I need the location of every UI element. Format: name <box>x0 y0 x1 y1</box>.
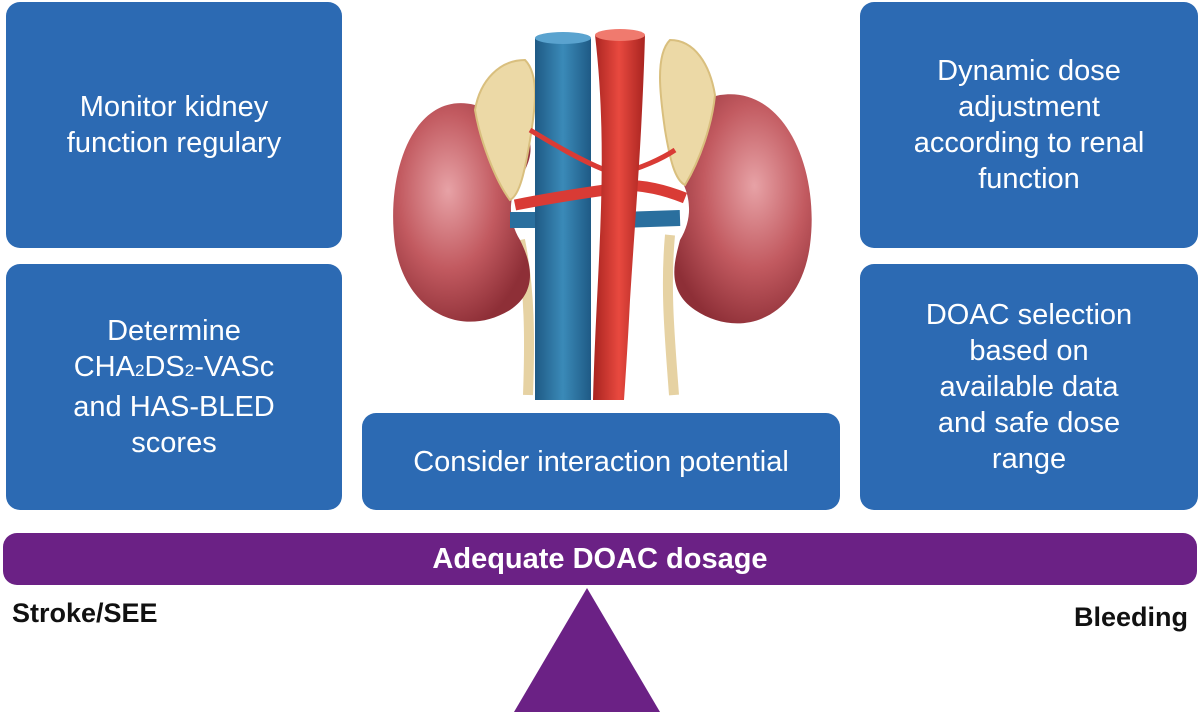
interaction-potential-box: Consider interaction potential <box>362 413 840 510</box>
vena-cava <box>535 38 591 400</box>
interaction-text: Consider interaction potential <box>413 445 789 478</box>
cha2ds2-vasc-term: CHA2DS2-VASc <box>73 349 275 389</box>
determine-line-3: and HAS-BLED <box>73 391 275 423</box>
selection-line-2: based on <box>969 335 1089 367</box>
dynamic-dose-box: Dynamic dose adjustment according to ren… <box>860 2 1198 248</box>
left-adrenal-gland <box>473 58 536 202</box>
determine-line-1: Determine <box>107 315 241 347</box>
determine-scores-box: Determine CHA2DS2-VASc and HAS-BLED scor… <box>6 264 342 510</box>
adequate-doac-dosage-beam: Adequate DOAC dosage <box>3 533 1197 585</box>
subscript-2b: 2 <box>184 361 195 380</box>
beam-label: Adequate DOAC dosage <box>432 542 768 575</box>
cha-prefix: CHA <box>73 351 135 383</box>
doac-selection-text: DOAC selection based on available data a… <box>926 297 1132 477</box>
cha-suffix: -VASc <box>194 351 275 383</box>
subscript-2a: 2 <box>134 361 145 380</box>
monitor-line-1: Monitor kidney <box>79 91 269 123</box>
cha-mid: DS <box>144 351 185 383</box>
aorta <box>593 35 645 400</box>
determine-line-4: scores <box>131 427 217 459</box>
monitor-line-2: function regulary <box>66 127 282 159</box>
determine-scores-text: Determine CHA2DS2-VASc and HAS-BLED scor… <box>73 313 275 461</box>
selection-line-3: available data <box>939 371 1119 403</box>
dynamic-dose-text: Dynamic dose adjustment according to ren… <box>914 53 1145 197</box>
selection-line-4: and safe dose <box>937 407 1121 439</box>
dynamic-line-2: adjustment <box>958 91 1100 123</box>
bleeding-label: Bleeding <box>1073 602 1188 632</box>
selection-line-1: DOAC selection <box>925 299 1133 331</box>
monitor-kidney-text: Monitor kidney function regulary <box>67 89 281 161</box>
monitor-kidney-box: Monitor kidney function regulary <box>6 2 342 248</box>
dynamic-line-3: according to renal <box>913 127 1145 159</box>
selection-line-5: range <box>991 443 1067 475</box>
fulcrum-triangle <box>514 588 660 712</box>
right-ureter <box>662 234 679 396</box>
dynamic-line-4: function <box>978 163 1080 195</box>
right-kidney <box>668 94 812 324</box>
doac-selection-box: DOAC selection based on available data a… <box>860 264 1198 510</box>
left-renal-artery <box>513 184 606 211</box>
kidneys-anatomy-icon <box>393 29 812 400</box>
stroke-see-label: Stroke/SEE <box>12 598 158 628</box>
dynamic-line-1: Dynamic dose <box>937 55 1121 87</box>
